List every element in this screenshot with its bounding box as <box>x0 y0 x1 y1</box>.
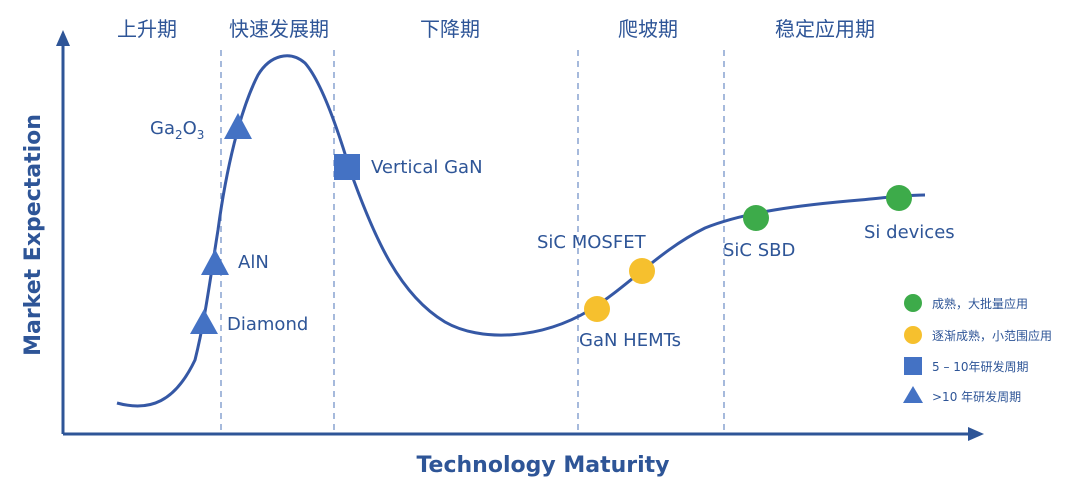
axes <box>61 42 972 436</box>
label-diamond: Diamond <box>227 314 308 335</box>
aln-triangle-icon <box>201 249 229 275</box>
sic-sbd-circle-icon <box>743 205 769 231</box>
label-sic-sbd: SiC SBD <box>723 240 795 261</box>
phase-decline: 下降期 <box>420 17 480 41</box>
phase-dividers <box>220 50 725 434</box>
label-aln: AlN <box>238 252 269 273</box>
vertical-gan-square-icon <box>334 154 360 180</box>
label-si-devices: Si devices <box>864 222 955 243</box>
legend-square-icon <box>904 357 922 375</box>
y-axis-title: Market Expectation <box>21 114 46 356</box>
phase-ramp-up: 爬坡期 <box>618 17 678 41</box>
legend-label-10-plus-years: >10 年研发周期 <box>932 389 1021 404</box>
sic-mosfet-circle-icon <box>629 258 655 284</box>
label-ga2o3: Ga2O3 <box>150 118 204 142</box>
legend-label-maturing: 逐渐成熟，小范围应用 <box>932 328 1052 343</box>
phase-rapid-growth: 快速发展期 <box>229 17 329 41</box>
si-devices-circle-icon <box>886 185 912 211</box>
legend-yellow-circle-icon <box>904 326 922 344</box>
legend-label-mature: 成熟，大批量应用 <box>932 296 1028 311</box>
x-axis-arrow-icon <box>968 427 984 441</box>
legend-label-5-10-years: 5 – 10年研发周期 <box>932 359 1029 374</box>
x-axis-title: Technology Maturity <box>416 453 669 478</box>
y-axis-arrow-icon <box>56 30 70 46</box>
gan-hemts-circle-icon <box>584 296 610 322</box>
hype-curve <box>116 54 926 408</box>
label-gan-hemts: GaN HEMTs <box>579 330 681 351</box>
label-vertical-gan: Vertical GaN <box>371 157 483 178</box>
phase-stable: 稳定应用期 <box>775 17 875 41</box>
phase-rising: 上升期 <box>117 17 177 41</box>
ga2o3-triangle-icon <box>224 113 252 139</box>
legend-green-circle-icon <box>904 294 922 312</box>
diamond-triangle-icon <box>190 309 218 334</box>
legend: 成熟，大批量应用 逐渐成熟，小范围应用 5 – 10年研发周期 >10 年研发周… <box>903 294 1052 404</box>
legend-triangle-icon <box>903 386 923 403</box>
label-sic-mosfet: SiC MOSFET <box>537 232 647 253</box>
